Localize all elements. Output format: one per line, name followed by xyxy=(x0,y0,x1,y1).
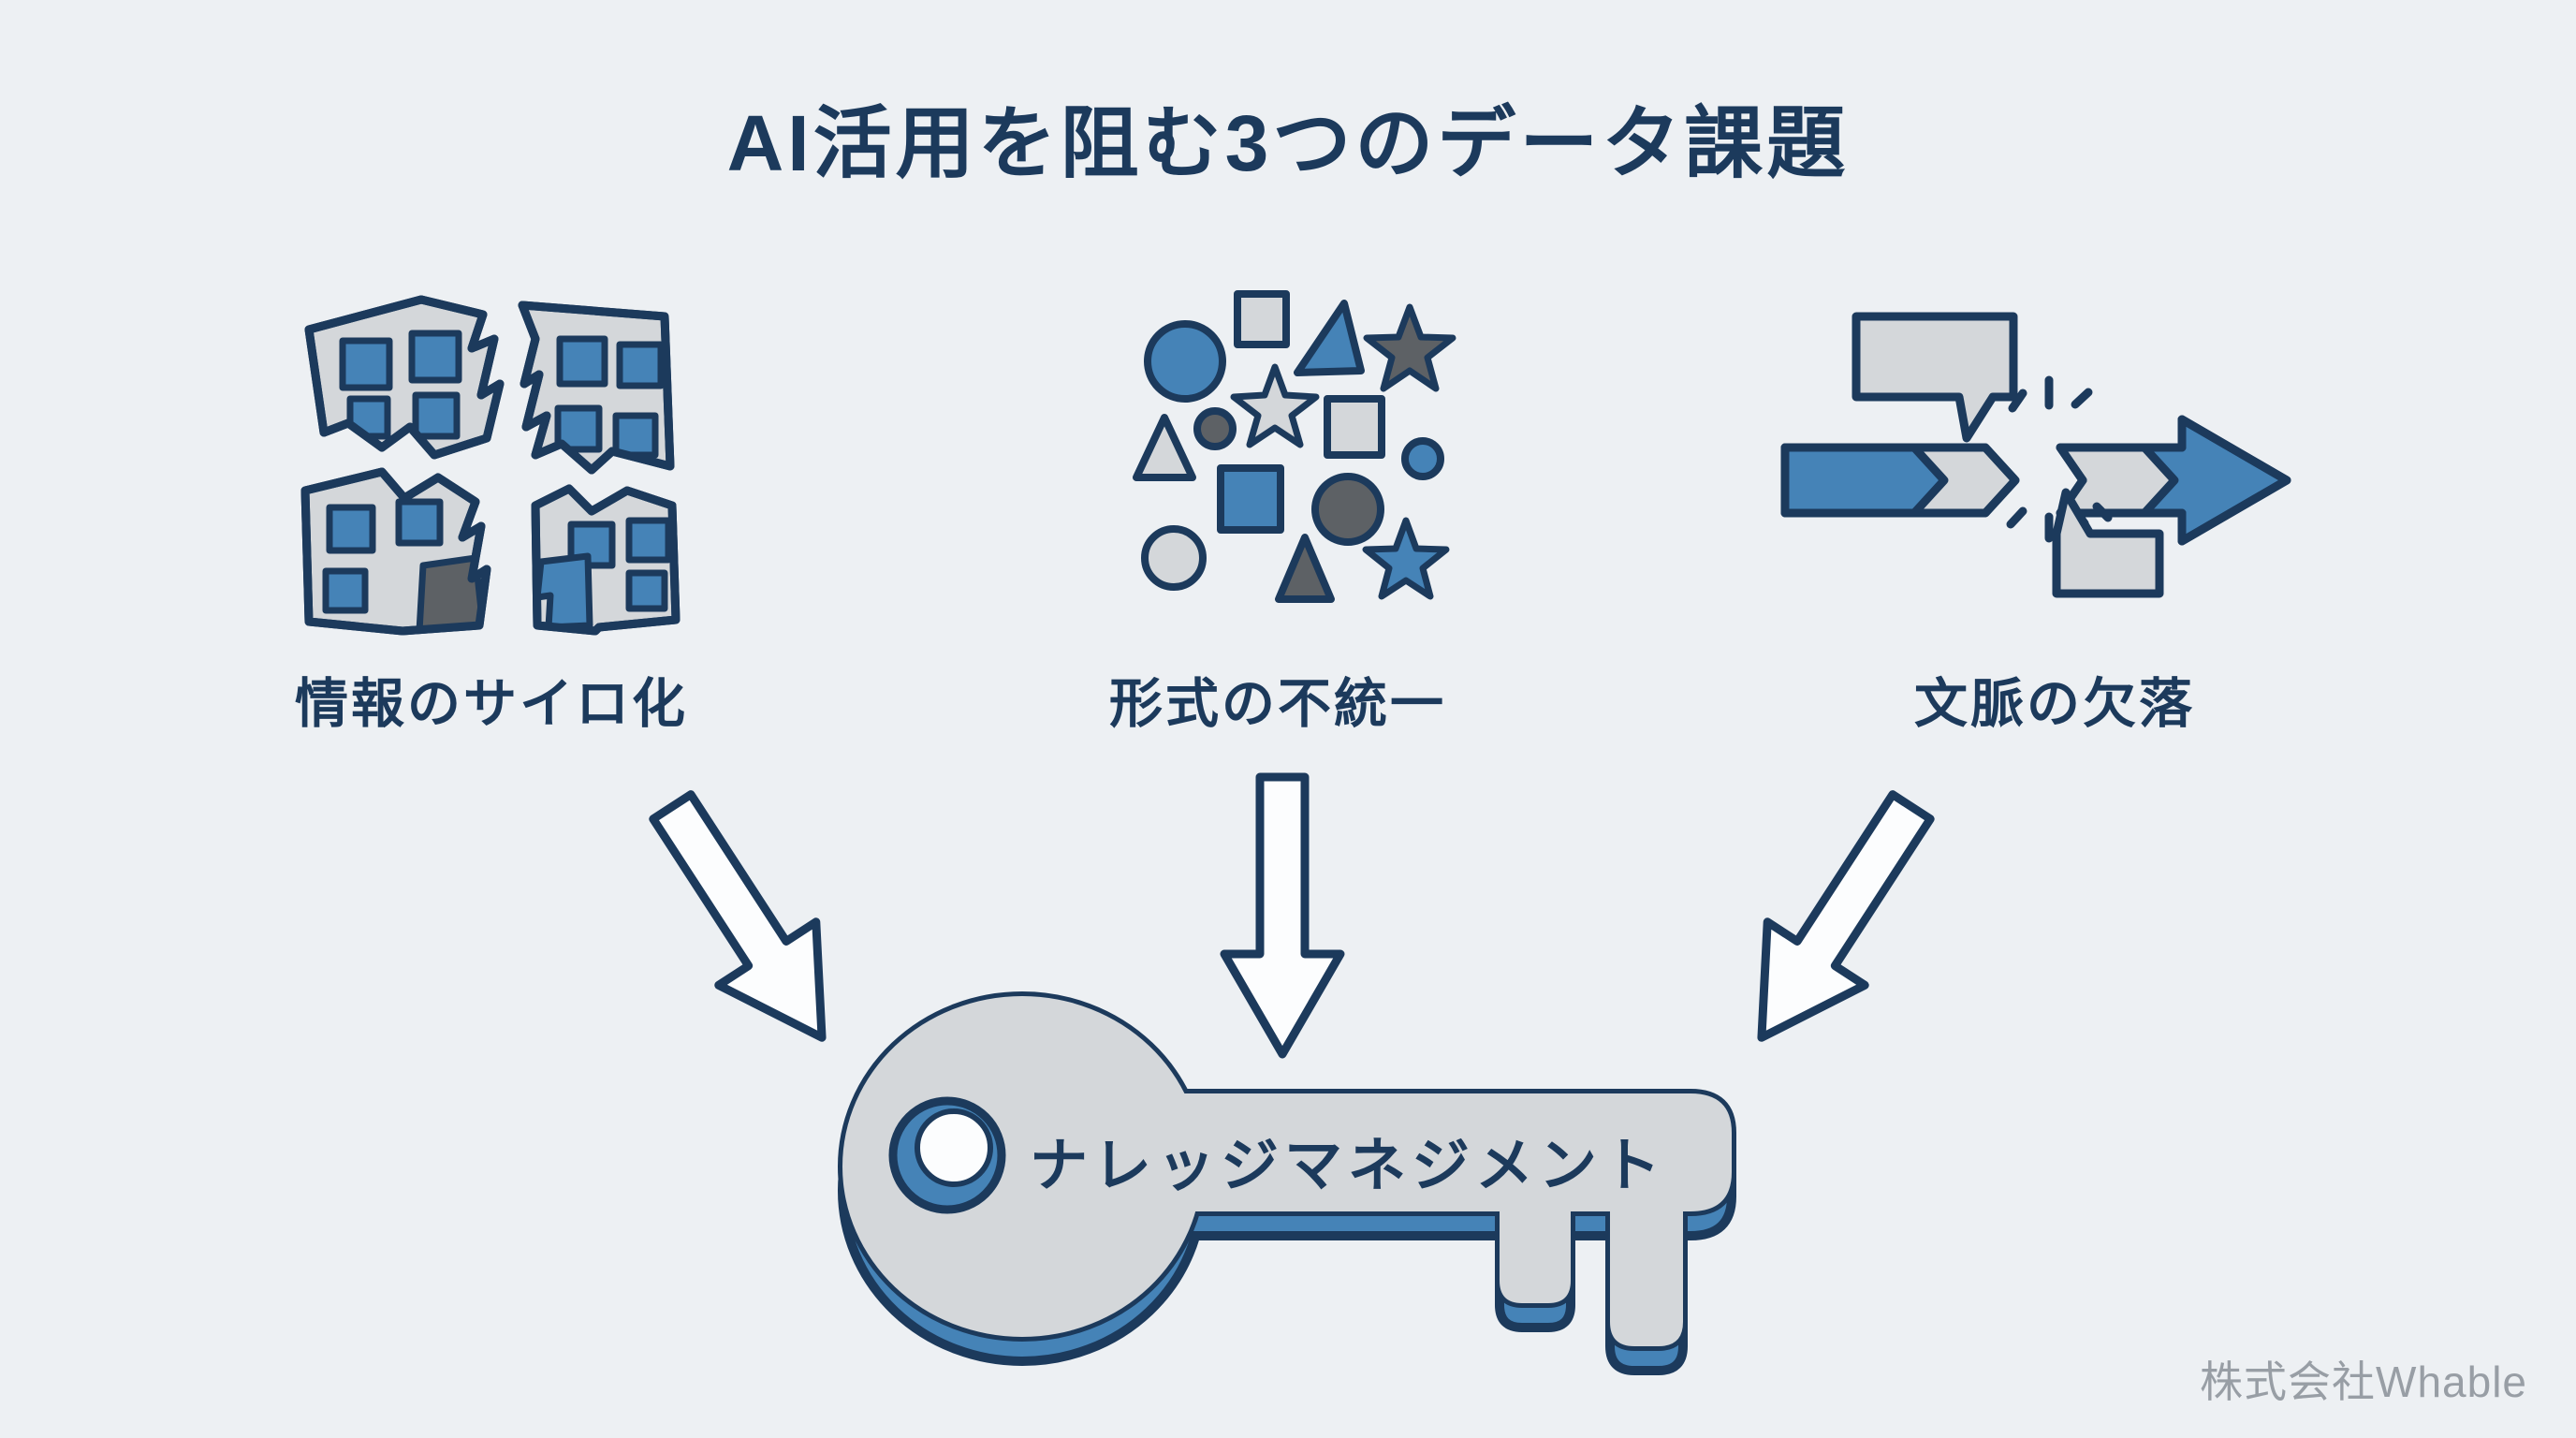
down-arrow-icon xyxy=(649,790,827,1042)
speech-bubble-icon xyxy=(2052,488,2164,598)
page-title: AI活用を阻む3つのデータ課題 xyxy=(726,99,1850,187)
key-icon xyxy=(838,991,1736,1375)
company-name: 株式会社Whable xyxy=(2200,1357,2527,1406)
key-label: ナレッジマネジメント xyxy=(1029,1134,1666,1198)
speech-bubble-icon xyxy=(1852,312,2018,443)
broken-building-icon xyxy=(300,295,681,636)
down-arrow-icon xyxy=(1220,772,1345,1059)
down-arrow-icon xyxy=(1757,790,1935,1042)
challenge-label-context: 文脈の欠落 xyxy=(1914,674,2195,734)
challenge-label-format: 形式の不統一 xyxy=(1109,674,1446,734)
broken-arrow-icon xyxy=(1780,312,2291,598)
mixed-shapes-icon xyxy=(1133,290,1456,603)
challenge-label-silo: 情報のサイロ化 xyxy=(295,674,688,734)
